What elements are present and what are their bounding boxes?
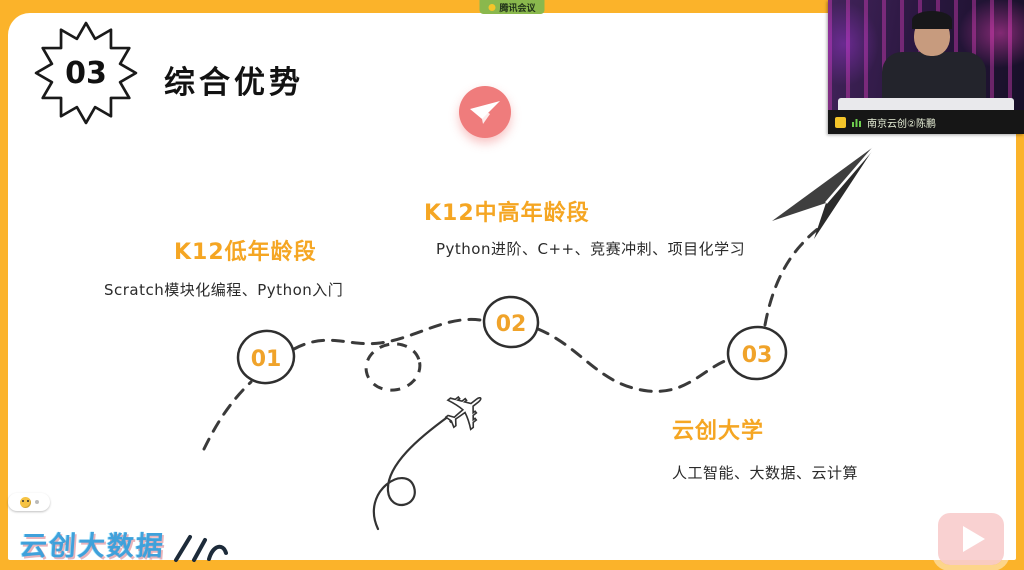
route-segment-end [763, 225, 822, 327]
presenter-face [912, 11, 952, 56]
paper-plane-badge [459, 86, 511, 138]
watermark: 云创大数据 [18, 524, 229, 563]
stage-1-title: K12低年龄段 [174, 240, 317, 265]
desk [838, 98, 1014, 110]
stage-2-title: K12中高年龄段 [424, 201, 590, 226]
paper-plane-icon [470, 101, 500, 124]
slide-title: 综合优势 [164, 65, 304, 101]
pill-dot-icon [34, 500, 39, 504]
reaction-pill[interactable] [8, 493, 50, 511]
slide-number-starburst: 03 [34, 21, 138, 125]
route-segment-2-3 [536, 327, 732, 393]
play-icon [963, 526, 985, 552]
milestone-circle-3 [726, 325, 788, 381]
stage-3-title: 云创大学 [672, 419, 765, 444]
webcam-namebar: 南京云创②陈鹏 [828, 110, 1024, 134]
meeting-app-badge[interactable]: 腾讯会议 [479, 0, 545, 14]
watermark-logo-marks [174, 535, 228, 562]
milestone-circle-2 [482, 295, 540, 349]
stage-1-desc: Scratch模块化编程、Python入门 [104, 281, 344, 299]
webcam-video [828, 0, 1024, 110]
participant-status-icon [835, 116, 846, 128]
emoji-icon [19, 496, 31, 508]
stage-2-desc: Python进阶、C++、竞赛冲刺、项目化学习 [436, 240, 746, 258]
paper-airplane-illustration [772, 144, 877, 239]
stage-3-desc: 人工智能、大数据、云计算 [672, 464, 859, 482]
play-button[interactable] [938, 513, 1004, 565]
route-segment-1-2 [292, 318, 488, 351]
meeting-status-icon [488, 3, 496, 11]
starburst-shape [34, 21, 138, 125]
airplane-doodle: ✈ [372, 372, 504, 531]
milestone-number-2: 02 [496, 312, 527, 337]
milestone-number-1: 01 [251, 347, 282, 372]
meeting-app-label: 腾讯会议 [499, 3, 536, 14]
watermark-text: 云创大数据 [18, 531, 166, 562]
milestone-circle-1 [236, 329, 296, 385]
route-segment-start [202, 380, 253, 451]
route-loop [364, 342, 422, 392]
milestone-number-3: 03 [742, 343, 773, 368]
participant-name: 南京云创②陈鹏 [867, 118, 936, 130]
webcam-tile[interactable]: 南京云创②陈鹏 [828, 0, 1024, 134]
svg-text:✈: ✈ [429, 372, 503, 450]
mic-icon [852, 118, 861, 127]
slide-number: 03 [65, 55, 107, 91]
